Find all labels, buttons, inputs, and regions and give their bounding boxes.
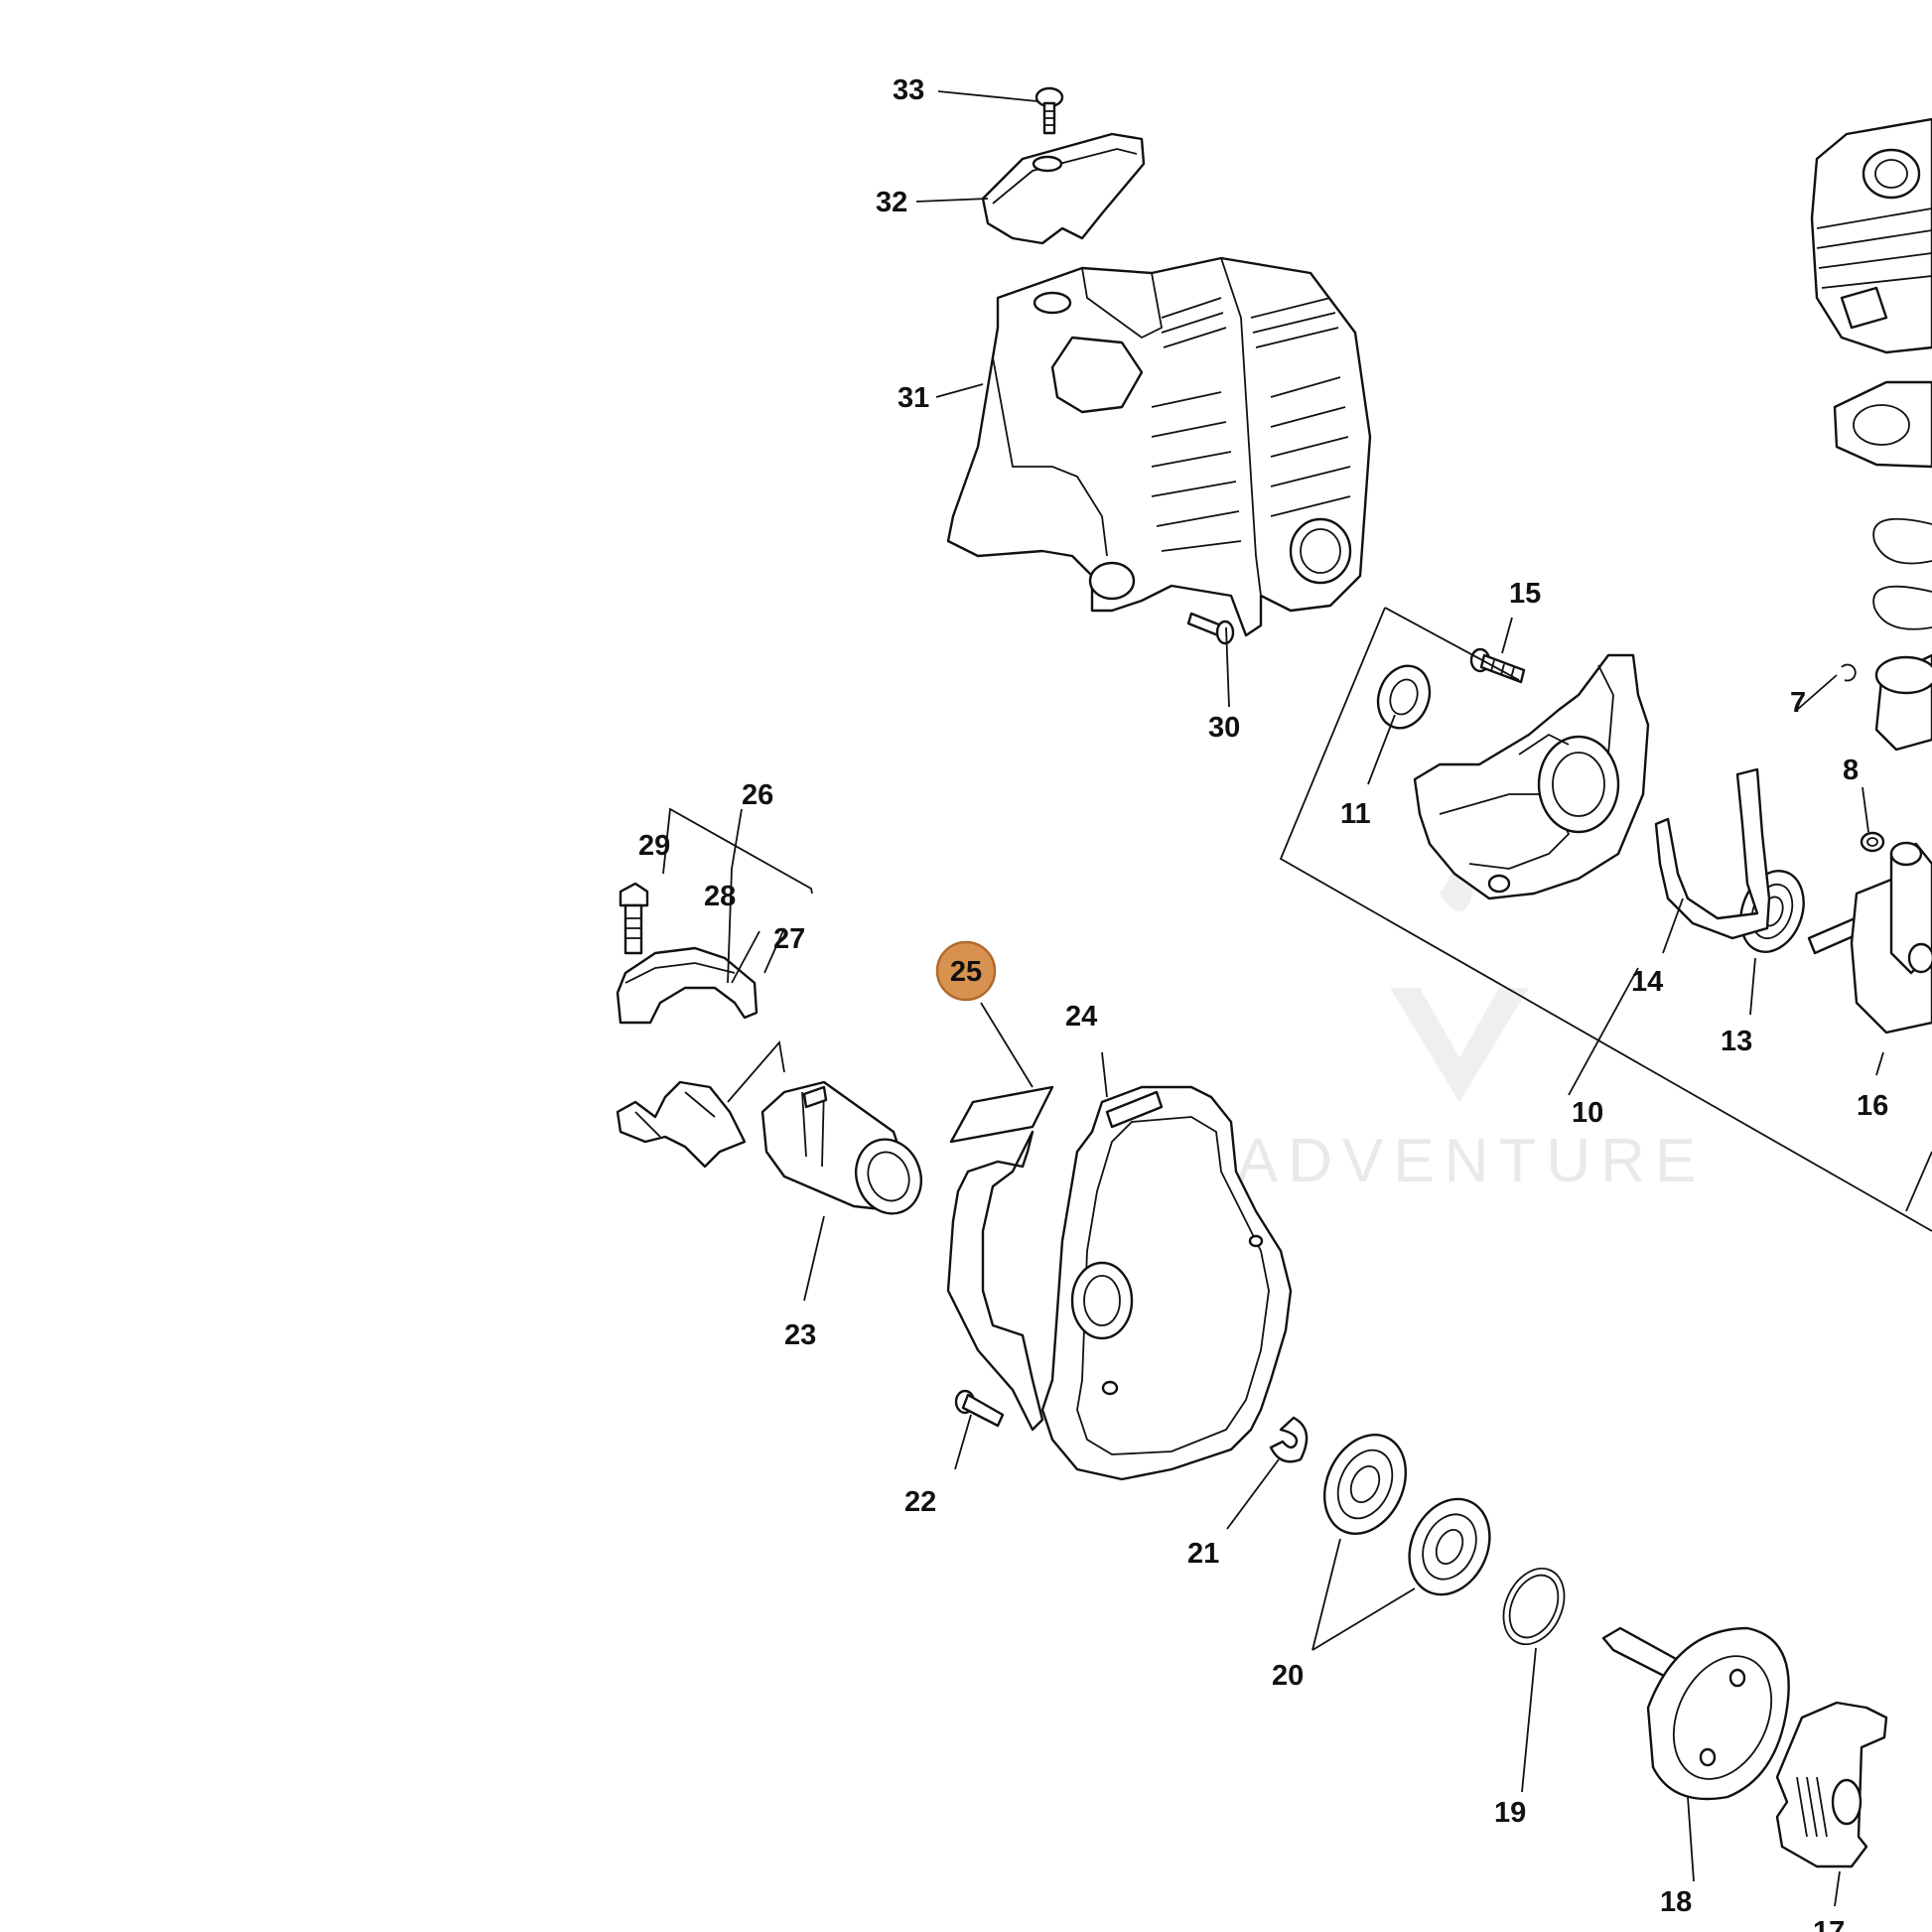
part-11-seal — [1376, 664, 1432, 730]
cylinder — [1810, 117, 1932, 354]
part-17-clutch-shoe — [1775, 1701, 1888, 1868]
callout-15: 15 — [1509, 578, 1541, 610]
callout-31: 31 — [897, 382, 929, 414]
callout-23: 23 — [784, 1319, 816, 1351]
part-30-screw — [1186, 612, 1235, 645]
part-14-gasket — [1654, 767, 1771, 940]
part-21-snap-ring — [1269, 1416, 1309, 1463]
callout-26: 26 — [742, 779, 773, 811]
bracket-10 — [1279, 607, 1932, 1232]
callout-33: 33 — [893, 74, 924, 106]
crankcase-half — [1413, 653, 1650, 900]
callout-21: 21 — [1187, 1538, 1219, 1570]
callout-7: 7 — [1790, 687, 1806, 719]
part-32-top-cover — [981, 132, 1146, 245]
callout-10: 10 — [1572, 1097, 1603, 1129]
part-33-screw — [1035, 86, 1064, 135]
part-31-engine-cover — [946, 256, 1372, 637]
bracket-26 — [662, 807, 813, 895]
callout-29: 29 — [638, 830, 670, 862]
part-7-piston-clip — [1841, 663, 1857, 682]
part-27-clamp — [616, 1080, 747, 1169]
part-20-bearing-b — [1408, 1497, 1491, 1596]
piston-rings — [1872, 517, 1932, 630]
callout-11: 11 — [1340, 798, 1371, 830]
callout-16: 16 — [1857, 1090, 1888, 1122]
callout-30: 30 — [1208, 712, 1240, 744]
part-28-clamp — [616, 946, 759, 1025]
part-16-crankshaft — [1807, 841, 1932, 1035]
callout-labels: 33 32 31 30 29 26 28 27 25 24 23 22 21 2… — [638, 74, 1888, 1932]
callout-28: 28 — [704, 881, 736, 912]
callout-27: 27 — [773, 923, 805, 955]
callout-20: 20 — [1272, 1660, 1304, 1692]
callout-8: 8 — [1843, 755, 1859, 786]
part-24-fan-housing — [946, 1085, 1293, 1481]
callout-24: 24 — [1065, 1001, 1097, 1033]
callout-19: 19 — [1494, 1797, 1526, 1829]
part-13-bearing — [1739, 870, 1805, 953]
part-8-bearing — [1860, 831, 1885, 853]
callout-32: 32 — [876, 187, 907, 218]
callout-25: 25 — [950, 956, 982, 988]
part-20-bearing-a — [1322, 1434, 1408, 1535]
callout-13: 13 — [1721, 1026, 1752, 1057]
part-18-clutch-drum — [1601, 1626, 1790, 1801]
piston — [1874, 653, 1932, 752]
part-29-screw — [619, 882, 649, 955]
callout-22: 22 — [904, 1486, 936, 1518]
callout-17: 17 — [1813, 1916, 1845, 1932]
part-22-screw — [954, 1389, 1005, 1428]
part-25-decal — [949, 1085, 1054, 1144]
callout-18: 18 — [1660, 1886, 1692, 1918]
leader-lines — [727, 90, 1884, 1907]
part-19-circlip — [1502, 1567, 1566, 1646]
part-15-screw — [1469, 647, 1526, 684]
callout-14: 14 — [1631, 966, 1663, 998]
part-23-tube — [760, 1080, 922, 1215]
callout-25-highlight[interactable]: 25 — [935, 940, 997, 1002]
cylinder-gasket — [1833, 380, 1932, 469]
